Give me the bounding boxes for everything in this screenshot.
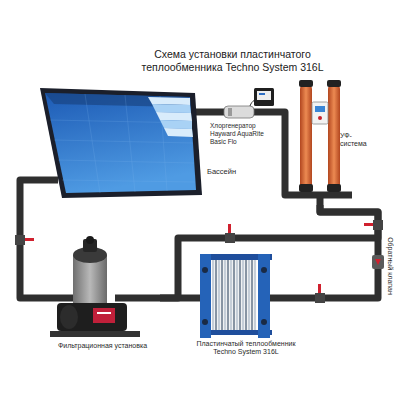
heat-exchanger-picture: [192, 254, 300, 338]
ball-valve-part: [25, 238, 34, 241]
heat-exchanger-picture-part-part: [239, 260, 241, 330]
filter-picture-part: [50, 331, 140, 337]
uv-system-picture-part: [299, 80, 313, 87]
heat-exchanger-picture-part: [258, 254, 270, 338]
heat-exchanger-picture-part-part: [221, 260, 223, 330]
ball-valve-part: [373, 220, 383, 230]
chlorinator-node: Хлоргенератор Hayward AquaRite Basic Flo: [210, 88, 280, 148]
uv-system-picture-part: [312, 102, 328, 124]
equipment-label: Хлоргенератор Hayward AquaRite Basic Flo: [210, 122, 280, 146]
heat-exchanger-node: Пластинчатый теплообменник Techno System…: [192, 250, 300, 358]
equipment-label: Фильтрационная установка: [45, 342, 160, 350]
ball-valve: [364, 220, 383, 230]
filter-picture-part: [93, 308, 115, 323]
pool-picture-part: [45, 93, 196, 193]
pool-steps-part: [148, 97, 190, 105]
heat-exchanger-picture-part-part: [233, 260, 235, 330]
heat-exchanger-picture-part: [261, 319, 267, 325]
chlorinator-picture-part: [228, 108, 232, 116]
filter-node: Фильтрационная установка: [45, 235, 160, 352]
equipment-label: Бассейн: [207, 167, 236, 176]
diagram-title: Схема установки пластинчатого теплообмен…: [130, 48, 335, 74]
uv-system-picture-part: [327, 80, 341, 87]
ball-valve-part: [225, 233, 235, 243]
pool-picture-part: [30, 177, 58, 184]
equipment-label: Пластинчатый теплообменник Techno System…: [192, 340, 300, 356]
heat-exchanger-picture-part-part: [212, 260, 214, 330]
heat-exchanger-picture-part-part: [242, 260, 244, 330]
pool-picture-part-part: [125, 95, 135, 192]
heat-exchanger-picture-part: [202, 267, 208, 273]
chlorinator-picture-part: [259, 93, 265, 95]
heat-exchanger-picture-part-part: [227, 260, 229, 330]
uv-system-picture-part: [328, 84, 340, 192]
filter-picture-part: [97, 312, 111, 314]
filter-picture-part: [45, 295, 75, 302]
pool-steps-part: [164, 128, 193, 137]
uv-system-picture-part: [315, 106, 325, 112]
check-valve: [372, 255, 384, 269]
filter-picture-part: [57, 303, 127, 331]
heat-exchanger-picture-part-part: [254, 260, 256, 330]
uv-system-picture-part: [318, 116, 322, 120]
heat-exchanger-picture-part: [213, 260, 255, 330]
equipment-label: УФ-система: [340, 132, 374, 148]
water-pipe: [280, 112, 292, 195]
pool-steps: [148, 97, 193, 137]
water-pipe: [300, 205, 378, 298]
heat-exchanger-picture-part: [202, 319, 208, 325]
pool-steps-part: [152, 104, 191, 113]
chlorinator-picture: [210, 88, 280, 118]
pool-steps-part: [156, 112, 192, 121]
check-valve-part: [375, 259, 381, 265]
part-label: Обратный клапан: [386, 231, 394, 301]
heat-exchanger-picture-part-part: [230, 260, 232, 330]
pool-picture-part-part: [62, 180, 195, 182]
heat-exchanger-picture-part-part: [245, 260, 247, 330]
pool-steps-part: [160, 120, 192, 129]
pool-picture-part-part: [85, 94, 100, 193]
filter-picture-part: [86, 236, 94, 244]
water-pipe: [205, 109, 210, 116]
uv-system-node: УФ-система: [292, 78, 372, 205]
heat-exchanger-picture-part-part: [218, 260, 220, 330]
uv-system-picture-part: [317, 195, 324, 205]
pool-picture-part: [40, 88, 202, 198]
ball-valve-part: [315, 293, 325, 303]
ball-valve: [315, 284, 325, 303]
chlorinator-picture-part: [224, 106, 254, 118]
pool-picture-part: [50, 94, 195, 193]
heat-exchanger-picture-part-part: [248, 260, 250, 330]
ball-valve-part: [15, 235, 25, 245]
pool-picture-part-part: [54, 140, 193, 143]
ball-valve: [225, 224, 235, 243]
ball-valve-part: [228, 224, 231, 233]
pool-node: Бассейн: [30, 85, 205, 200]
heat-exchanger-picture-part: [200, 254, 211, 338]
filter-picture-part: [60, 305, 78, 329]
uv-system-picture-part: [327, 184, 341, 192]
heat-exchanger-picture-part-part: [224, 260, 226, 330]
uv-system-picture-part: [300, 84, 312, 192]
filter-picture: [45, 236, 160, 337]
heat-exchanger-picture-part: [268, 295, 300, 302]
heat-exchanger-picture-part: [261, 267, 267, 273]
filter-picture-part: [115, 295, 160, 302]
heat-exchanger-picture-part-part: [251, 260, 253, 330]
ball-valve-part: [364, 223, 373, 226]
ball-valve-part: [318, 284, 321, 293]
chlorinator-picture-part: [254, 88, 274, 106]
pool-picture-part: [196, 109, 205, 116]
heat-exchanger-picture-part-part: [236, 260, 238, 330]
pool-picture: [30, 88, 205, 198]
heat-exchanger-picture-part-part: [215, 260, 217, 330]
check-valve-part: [372, 255, 384, 269]
uv-system-picture-part: [299, 184, 313, 192]
chlorinator-picture-part: [257, 91, 271, 100]
pool-picture-part-part: [58, 160, 194, 163]
ball-valve: [15, 235, 34, 245]
